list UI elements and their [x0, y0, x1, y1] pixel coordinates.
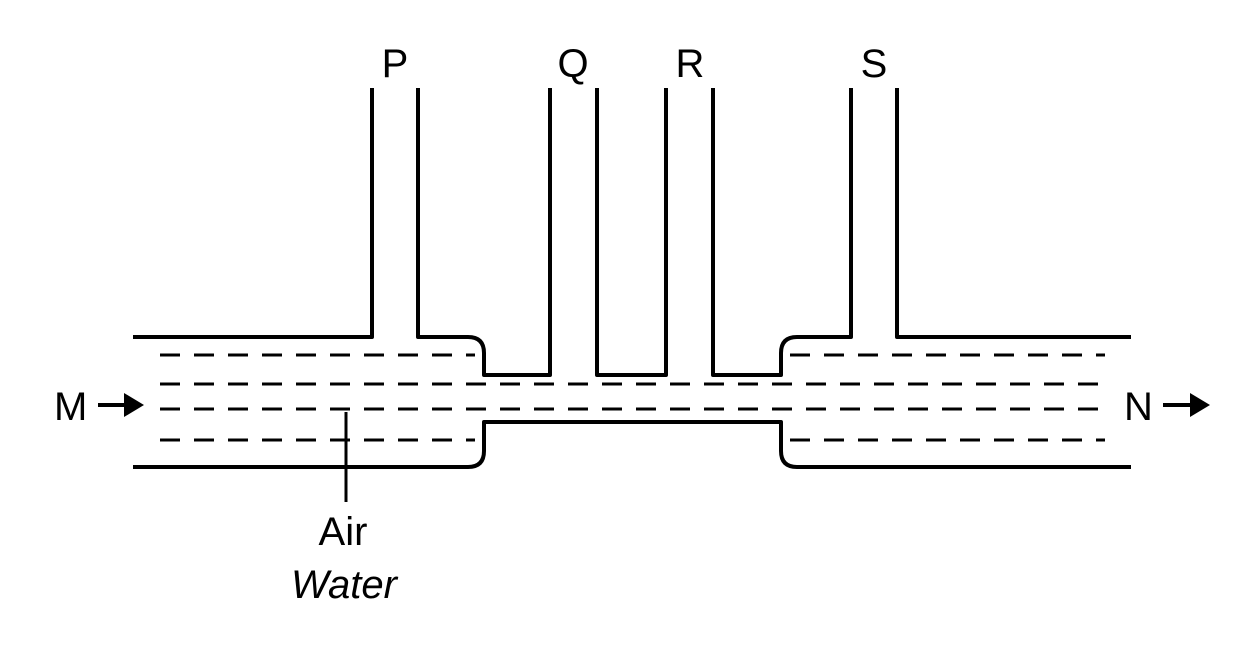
tube-label-q: Q	[557, 42, 588, 86]
pointer-label-air: Air	[319, 510, 368, 554]
outlet-arrow-icon	[1190, 393, 1210, 417]
tube-label-r: R	[676, 42, 705, 86]
pipe-top-wall	[133, 88, 1131, 377]
inlet-arrow-icon	[124, 393, 144, 417]
pipe-bottom-wall	[133, 420, 1131, 469]
outlet-label: N	[1124, 385, 1153, 429]
pointer-label-water: Water	[291, 563, 399, 607]
tube-label-p: P	[382, 42, 409, 86]
tube-label-s: S	[861, 42, 888, 86]
inlet-label: M	[54, 385, 87, 429]
